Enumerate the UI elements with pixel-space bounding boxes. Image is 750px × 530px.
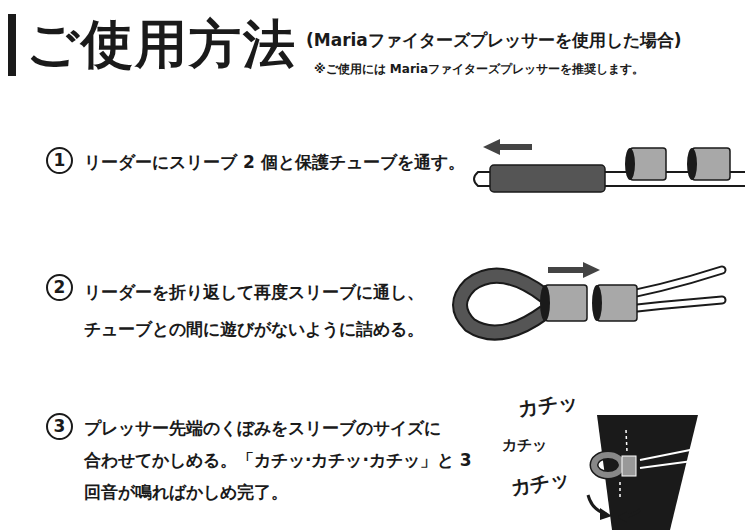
step-number: 1 [54, 152, 66, 169]
step-number-circle: 2 [46, 274, 73, 301]
step-number: 3 [54, 418, 66, 435]
step3-illustration [588, 415, 700, 530]
step2-illustration [460, 262, 722, 333]
step-text: プレッサー先端のくぼみをスリーブのサイズに 合わせてかしめる。「カチッ·カチッ·… [84, 412, 484, 508]
step-number: 2 [54, 279, 66, 296]
subtitle: (Mariaファイターズプレッサーを使用した場合) [306, 29, 682, 52]
step-number-circle: 1 [46, 147, 73, 174]
sound-effect: カチッ [516, 388, 579, 423]
step1-illustration [474, 139, 745, 192]
sound-effect: カチッ [508, 465, 572, 502]
note: ※ご使用には Mariaファイターズプレッサーを推奨します。 [314, 61, 644, 78]
step-number-circle: 3 [46, 413, 73, 440]
title-bar [8, 14, 16, 76]
page-title: ご使用方法 [26, 10, 297, 78]
step-text: リーダーを折り返して再度スリーブに通し、 チューブとの間に遊びがないように詰める… [84, 274, 444, 348]
step-text: リーダーにスリーブ 2 個と保護チューブを通す。 [84, 149, 479, 175]
sound-effect: カチッ [502, 436, 547, 455]
